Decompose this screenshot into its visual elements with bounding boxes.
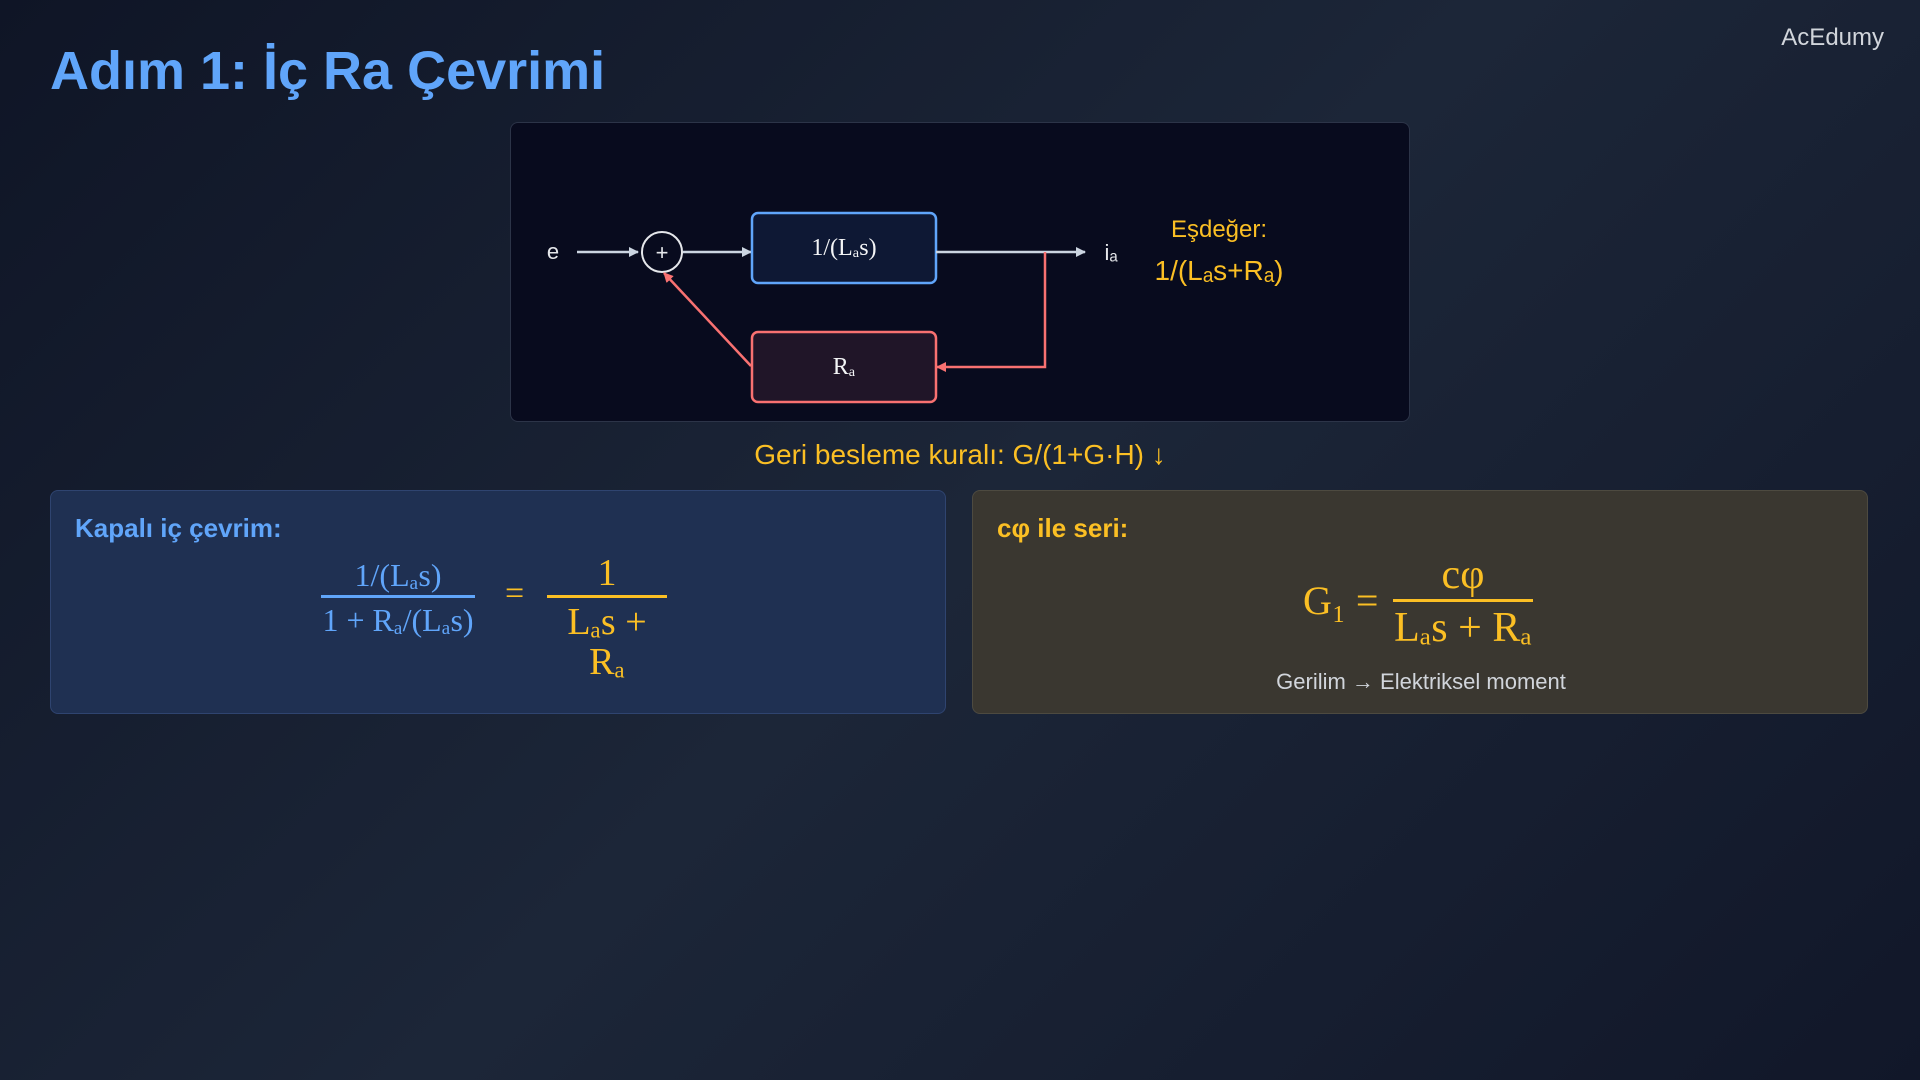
summing-junction: [641, 231, 683, 273]
feedback-path: [936, 252, 1047, 372]
g1-fraction: cφ Lₐs + Rₐ: [1393, 553, 1533, 650]
feedback-to-sum-arrow: [663, 272, 752, 367]
closed-loop-title: Kapalı iç çevrim:: [75, 513, 282, 543]
output-label: iₐ: [1104, 240, 1118, 265]
closed-loop-lhs-numerator: 1/(Lₐs): [354, 557, 442, 593]
closed-loop-rhs-bar: [547, 595, 667, 598]
sum-symbol: +: [656, 240, 669, 265]
closed-loop-equals: =: [505, 575, 525, 612]
block-diagram: e + 1/(Lₐs) iₐ Rₐ Eşdeğer: 1/(Lₐs+Rₐ): [510, 122, 1410, 422]
series-title: cφ ile seri:: [997, 513, 1129, 543]
closed-loop-rhs-numerator: 1: [597, 552, 617, 594]
brand-label: AcEdumy: [1781, 24, 1884, 51]
g1-denominator: Lₐs + Rₐ: [1394, 605, 1532, 651]
feedback-block-label: Rₐ: [833, 354, 856, 380]
closed-loop-rhs-denominator: Lₐs + Rₐ: [567, 601, 647, 683]
input-label: e: [547, 239, 559, 264]
equivalent-value: 1/(Lₐs+Rₐ): [1155, 255, 1284, 286]
closed-loop-lhs-bar: [321, 595, 475, 598]
closed-loop-lhs-denominator: 1 + Rₐ/(Lₐs): [322, 602, 474, 638]
g1-label: G₁ =: [1303, 578, 1379, 623]
forward-block: [750, 211, 938, 285]
closed-loop-card: Kapalı iç çevrim: 1/(Lₐs) 1 + Rₐ/(Lₐs) =…: [50, 490, 946, 714]
equivalent-label: Eşdeğer:: [1171, 216, 1267, 243]
page-title: Adım 1: İç Ra Çevrimi: [50, 41, 606, 101]
g1-bar: [1393, 599, 1533, 602]
block-diagram-svg: e + 1/(Lₐs) iₐ Rₐ Eşdeğer: 1/(Lₐs+Rₐ): [547, 211, 1284, 404]
forward-block-label: 1/(Lₐs): [811, 235, 876, 261]
series-card: cφ ile seri: G₁ = cφ Lₐs + Rₐ Gerilim → …: [972, 490, 1868, 714]
g1-numerator: cφ: [1441, 552, 1485, 598]
feedback-rule: Geri besleme kuralı: G/(1+G·H) ↓: [754, 439, 1166, 470]
closed-loop-rhs-fraction: 1 Lₐs + Rₐ: [547, 553, 667, 682]
closed-loop-lhs-fraction: 1/(Lₐs) 1 + Rₐ/(Lₐs): [321, 557, 475, 638]
series-note: Gerilim → Elektriksel moment: [1276, 669, 1566, 694]
feedback-block: [750, 330, 938, 404]
